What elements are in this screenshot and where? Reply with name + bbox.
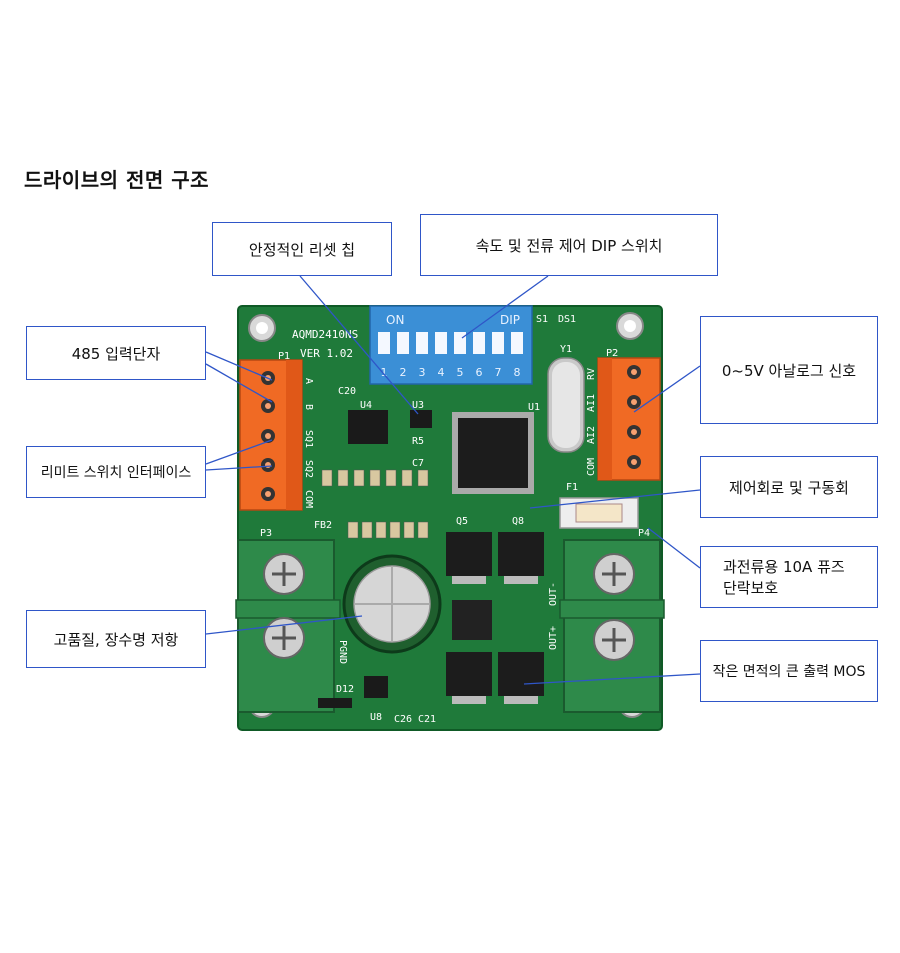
svg-text:6: 6 [476, 366, 483, 379]
callout-dip-switch-label: 속도 및 전류 제어 DIP 스위치 [475, 236, 663, 255]
svg-text:FB2: FB2 [314, 520, 332, 531]
callout-mos-label: 작은 면적의 큰 출력 MOS [712, 664, 866, 680]
svg-text:F1: F1 [566, 482, 578, 493]
svg-text:3: 3 [419, 366, 426, 379]
svg-text:OUT-: OUT- [548, 582, 559, 606]
terminal-p1: P1 [239, 351, 303, 511]
svg-text:Q8: Q8 [512, 516, 524, 527]
terminal-p3 [235, 539, 341, 713]
diode-d12 [318, 698, 352, 708]
callout-fuse-line2: 단락보호 [723, 579, 779, 597]
svg-text:B: B [303, 404, 314, 410]
svg-text:PGND: PGND [337, 640, 348, 664]
svg-text:P3: P3 [260, 528, 272, 539]
callout-dip-switch: 속도 및 전류 제어 DIP 스위치 [420, 214, 718, 276]
svg-text:U3: U3 [412, 400, 424, 411]
callout-fuse-line1: 과전류용 10A 퓨즈 [723, 558, 845, 576]
board-model: AQMD2410NS [292, 328, 358, 341]
callout-reset-chip-label: 안정적인 리셋 칩 [248, 240, 356, 259]
callout-analog-signal: 0~5V 아날로그 신호 [700, 316, 878, 424]
svg-text:SQ1: SQ1 [303, 430, 314, 448]
svg-text:D12: D12 [336, 684, 354, 695]
callout-resistor-label: 고품질, 장수명 저항 [53, 630, 179, 649]
svg-text:C20: C20 [338, 386, 356, 397]
svg-text:P2: P2 [606, 348, 618, 359]
svg-text:S1: S1 [536, 314, 548, 325]
svg-text:U1: U1 [528, 402, 540, 413]
callout-485-input: 485 입력단자 [26, 326, 206, 380]
svg-text:P4: P4 [638, 528, 650, 539]
reset-chip-u3 [410, 410, 432, 428]
svg-text:DS1: DS1 [558, 314, 576, 325]
callout-control-circuit-label: 제어회로 및 구동회 [729, 478, 849, 497]
svg-text:4: 4 [438, 366, 445, 379]
board-version: VER 1.02 [300, 347, 353, 360]
svg-text:ON: ON [386, 313, 404, 327]
svg-text:C7: C7 [412, 458, 424, 469]
page-title: 드라이브의 전면 구조 [24, 168, 210, 192]
svg-text:U4: U4 [360, 400, 372, 411]
svg-text:DIP: DIP [500, 313, 520, 327]
terminal-p4 [559, 539, 665, 713]
callout-control-circuit: 제어회로 및 구동회 [700, 456, 878, 518]
svg-text:R5: R5 [412, 436, 424, 447]
svg-text:SQ2: SQ2 [303, 460, 314, 478]
callout-limit-switch-label: 리미트 스위치 인터페이스 [40, 465, 192, 481]
mosfets [446, 532, 544, 696]
callout-mos: 작은 면적의 큰 출력 MOS [700, 640, 878, 702]
inductor [452, 600, 492, 640]
svg-text:C26: C26 [394, 714, 412, 725]
electrolytic-capacitor [342, 554, 442, 654]
mcu-u1 [452, 412, 534, 494]
svg-text:A: A [303, 378, 314, 384]
svg-text:RV: RV [586, 368, 597, 380]
svg-text:2: 2 [400, 366, 407, 379]
svg-text:COM: COM [303, 490, 314, 508]
svg-text:AI1: AI1 [586, 394, 597, 412]
fuse-10a [559, 497, 639, 529]
callout-fuse: 과전류용 10A 퓨즈 단락보호 [700, 546, 878, 608]
svg-text:1: 1 [381, 366, 388, 379]
svg-text:C21: C21 [418, 714, 436, 725]
callout-analog-signal-label: 0~5V 아날로그 신호 [721, 361, 857, 380]
svg-text:7: 7 [495, 366, 502, 379]
callout-limit-switch: 리미트 스위치 인터페이스 [26, 446, 206, 498]
svg-text:Y1: Y1 [560, 344, 572, 355]
chip-u4 [348, 410, 388, 444]
callout-reset-chip: 안정적인 리셋 칩 [212, 222, 392, 276]
chip-u8 [364, 676, 388, 698]
svg-text:AI2: AI2 [586, 426, 597, 444]
callout-resistor: 고품질, 장수명 저항 [26, 610, 206, 668]
dip-switch: ON DIP 1 2 3 4 5 6 7 8 [369, 305, 533, 385]
callout-485-input-label: 485 입력단자 [71, 344, 161, 363]
svg-text:8: 8 [514, 366, 521, 379]
svg-text:5: 5 [457, 366, 464, 379]
svg-text:OUT+: OUT+ [548, 626, 559, 650]
svg-text:U8: U8 [370, 712, 382, 723]
terminal-p2: P2 [597, 348, 661, 481]
svg-text:Q5: Q5 [456, 516, 468, 527]
svg-text:P1: P1 [278, 351, 290, 362]
svg-text:COM: COM [586, 458, 597, 476]
